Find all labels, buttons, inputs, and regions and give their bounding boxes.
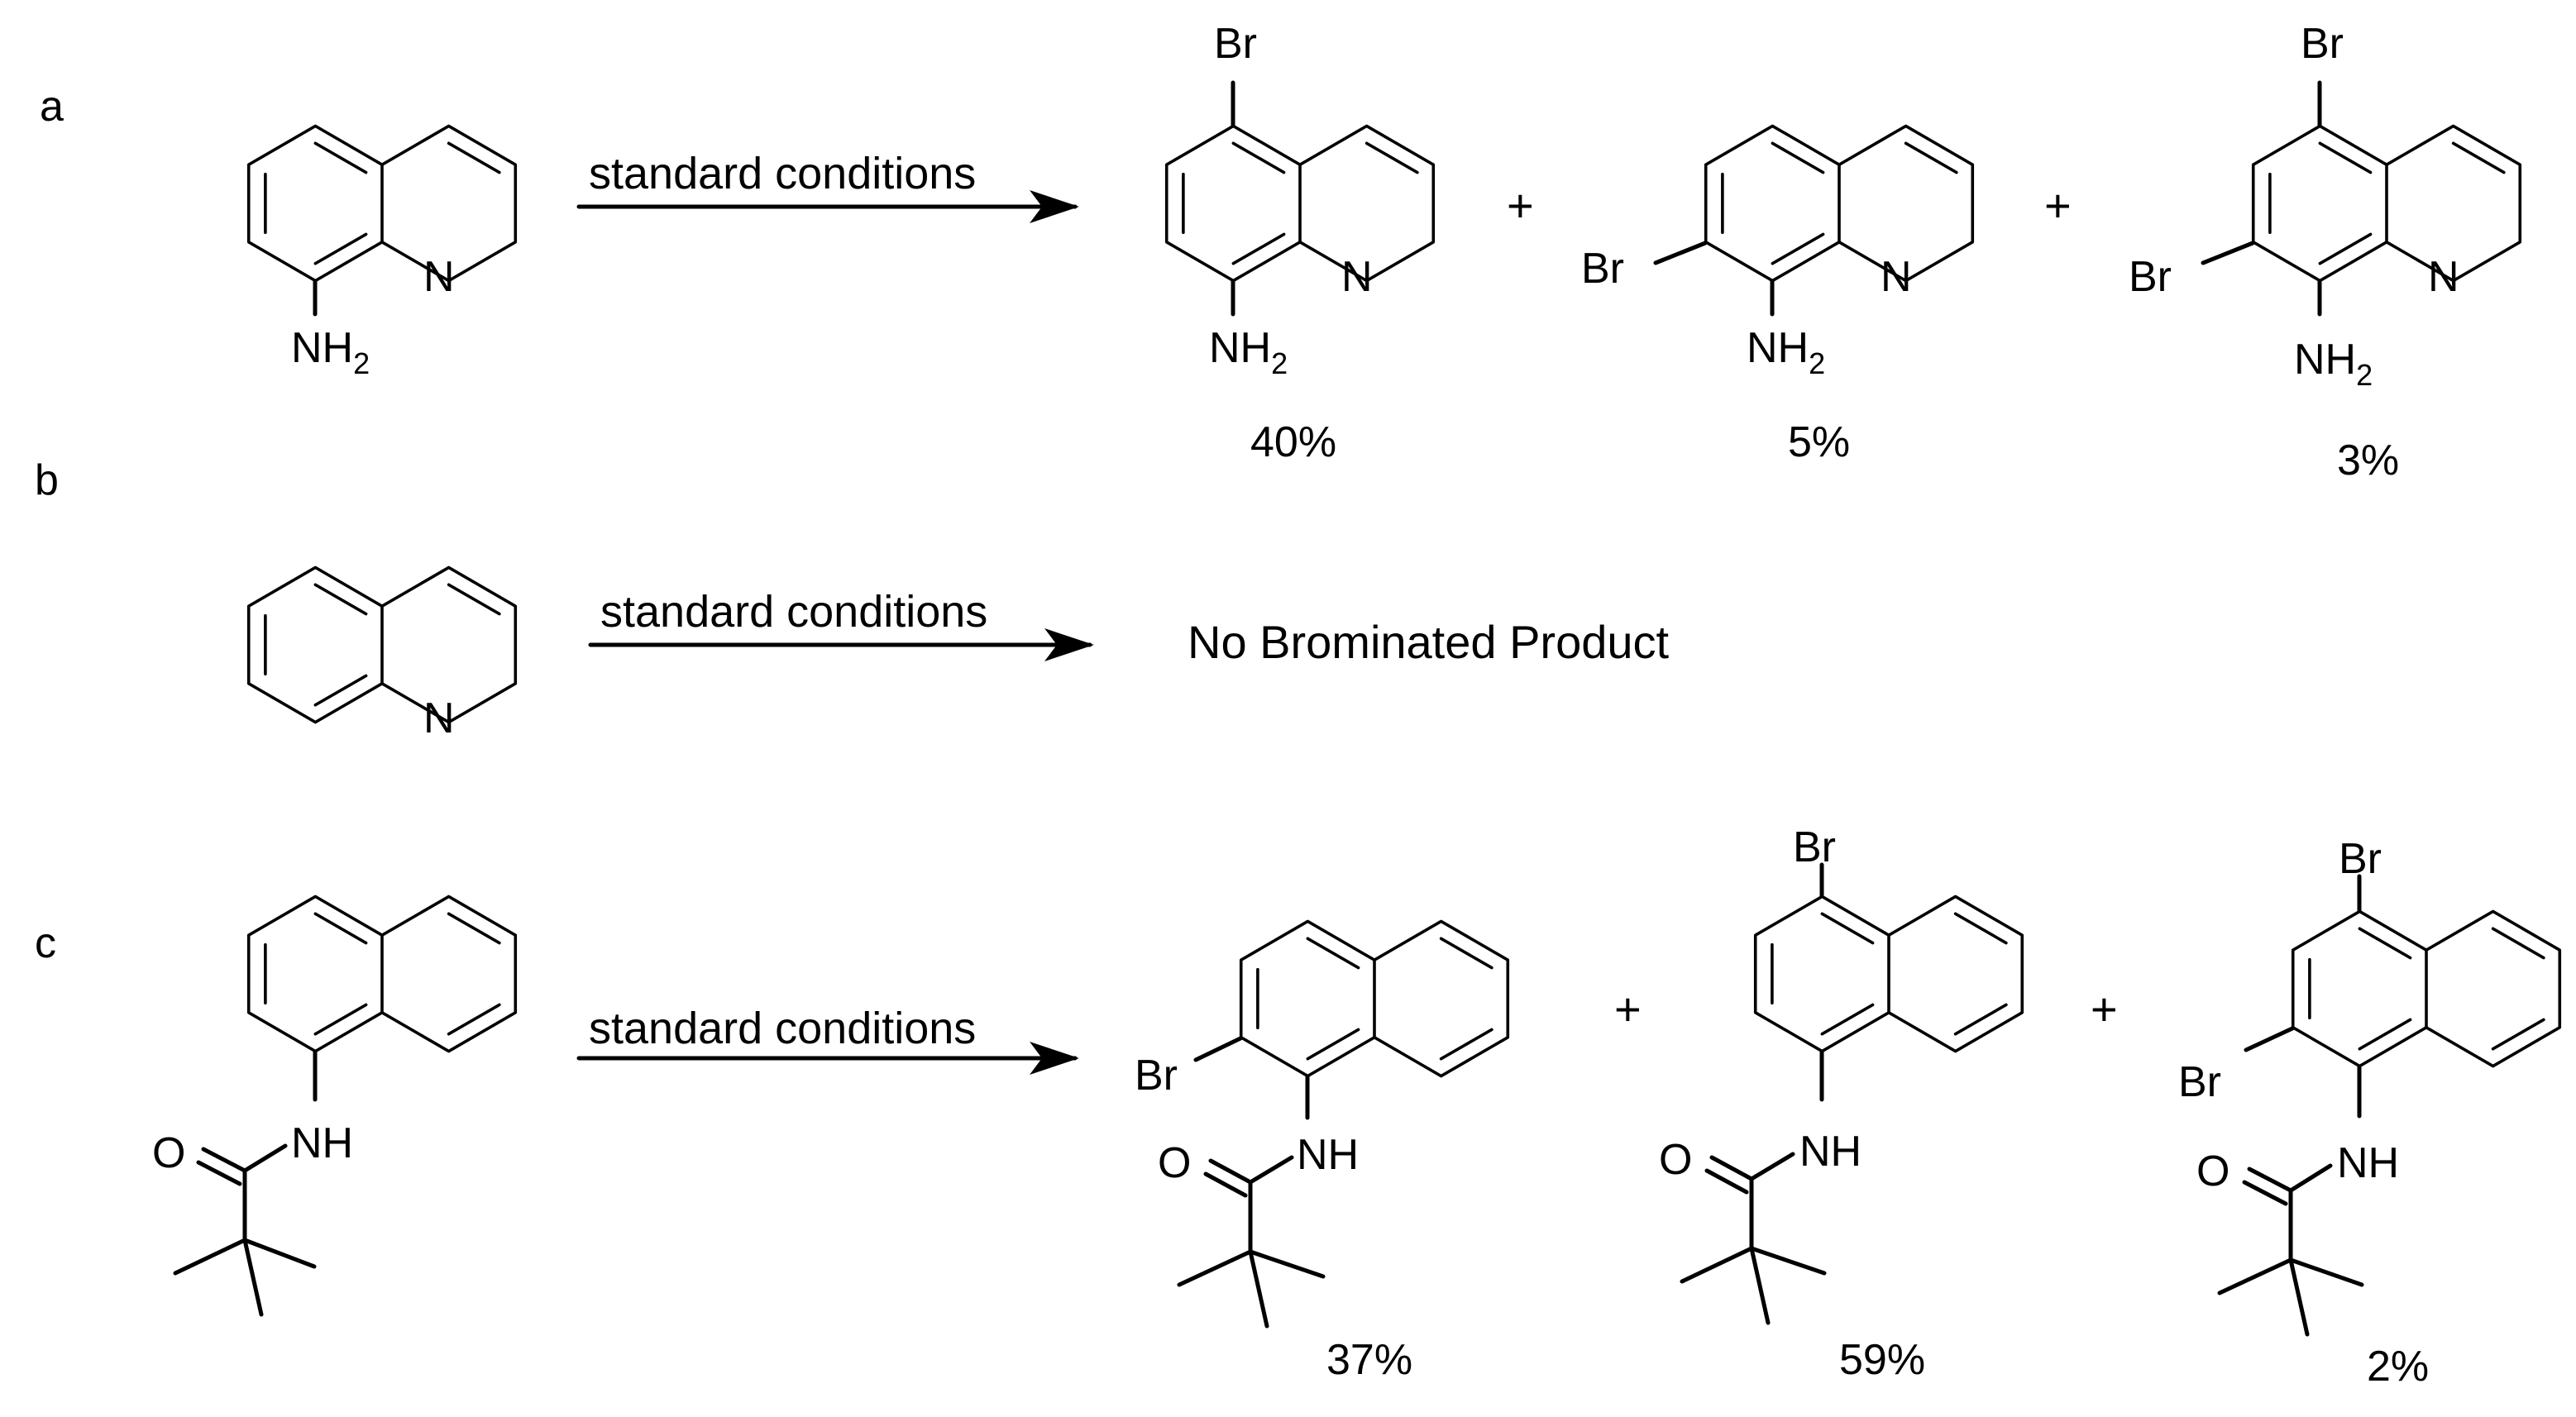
plus-sign: + bbox=[2091, 983, 2118, 1035]
starting-material-b: N bbox=[246, 565, 518, 742]
starting-material-c: NH O bbox=[152, 895, 518, 1317]
plus-sign: + bbox=[1507, 179, 1534, 231]
yield-a1: 40% bbox=[1250, 418, 1336, 466]
yield-a3: 3% bbox=[2337, 437, 2399, 484]
product-a2: Br N NH2 5% bbox=[1581, 124, 1975, 466]
panel-label-b: b bbox=[35, 456, 59, 504]
o-atom: O bbox=[1158, 1139, 1191, 1187]
condition-label-c: standard conditions bbox=[589, 1004, 976, 1053]
nh2-group: NH2 bbox=[291, 324, 370, 380]
br-atom: Br bbox=[1214, 20, 1257, 68]
o-atom: O bbox=[2196, 1147, 2230, 1195]
panel-label-a: a bbox=[40, 83, 64, 131]
yield-c2: 59% bbox=[1839, 1336, 1925, 1384]
panel-label-c: c bbox=[35, 919, 56, 967]
nh-group: NH bbox=[1799, 1128, 1862, 1176]
product-c2: Br NH O 59% bbox=[1659, 823, 2024, 1384]
nh-group: NH bbox=[2337, 1139, 2399, 1187]
br-atom: Br bbox=[1581, 245, 1624, 293]
br-atom: Br bbox=[1793, 823, 1836, 871]
nh2-group: NH2 bbox=[2294, 336, 2373, 392]
nh2-group: NH2 bbox=[1747, 324, 1825, 380]
br-atom: Br bbox=[2339, 835, 2382, 883]
br-atom: Br bbox=[1135, 1052, 1178, 1100]
product-c3: Br Br NH O 2% bbox=[2178, 835, 2562, 1391]
yield-c1: 37% bbox=[1326, 1336, 1412, 1384]
o-atom: O bbox=[152, 1129, 185, 1177]
condition-label-b: standard conditions bbox=[600, 587, 987, 637]
yield-c3: 2% bbox=[2367, 1343, 2429, 1391]
n-atom: N bbox=[2428, 253, 2459, 301]
o-atom: O bbox=[1659, 1136, 1692, 1184]
br-atom: Br bbox=[2178, 1058, 2221, 1106]
n-atom: N bbox=[1881, 253, 1912, 301]
condition-label-a: standard conditions bbox=[589, 149, 976, 198]
plus-sign: + bbox=[1614, 983, 1642, 1035]
nh2-group: NH2 bbox=[1209, 324, 1288, 380]
product-a1: Br N NH2 40% bbox=[1164, 20, 1436, 466]
br-atom: Br bbox=[2301, 20, 2344, 68]
starting-material-a: N NH2 bbox=[246, 124, 518, 380]
plus-sign: + bbox=[2044, 179, 2072, 231]
br-atom: Br bbox=[2129, 253, 2172, 301]
n-atom: N bbox=[423, 253, 455, 301]
n-atom: N bbox=[423, 694, 455, 742]
yield-a2: 5% bbox=[1788, 418, 1850, 466]
nh-group: NH bbox=[291, 1119, 353, 1167]
nh-group: NH bbox=[1297, 1131, 1359, 1179]
product-c1: Br NH O 37% bbox=[1135, 919, 1510, 1384]
no-product-note: No Brominated Product bbox=[1188, 616, 1670, 668]
product-a3: Br Br N NH2 3% bbox=[2129, 20, 2522, 484]
n-atom: N bbox=[1341, 253, 1373, 301]
